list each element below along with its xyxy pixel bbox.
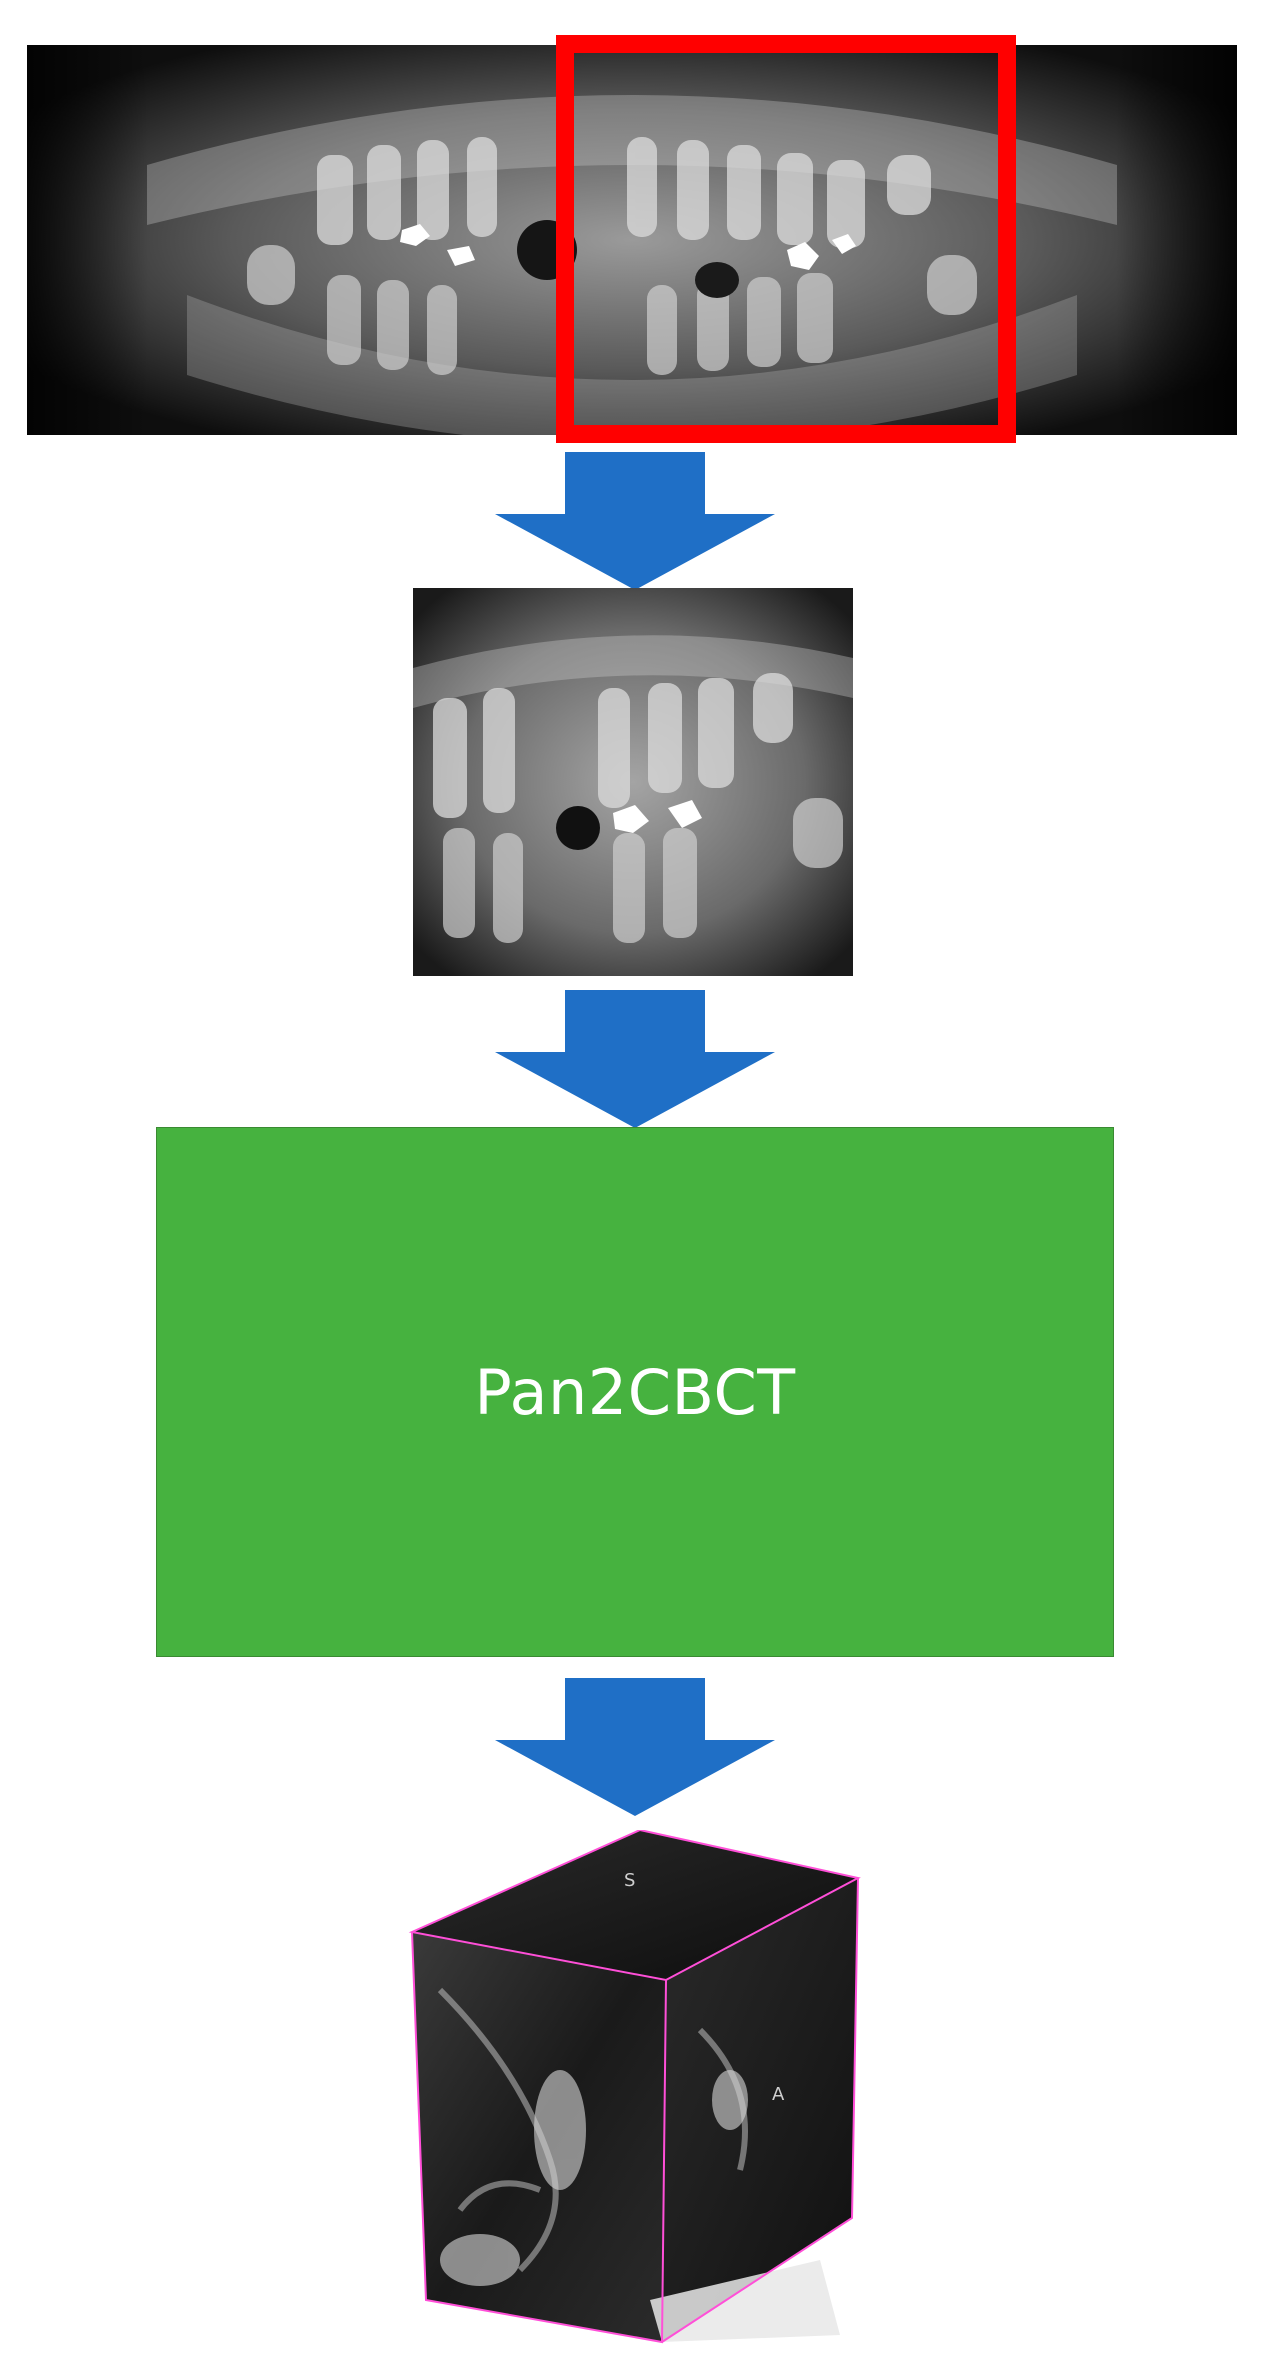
cropped-xray-image [413,588,853,976]
panoramic-xray-image [27,45,1237,435]
panoramic-xray-icon [27,45,1237,435]
axis-label-s: S [624,1870,635,1891]
model-label: Pan2CBCT [474,1355,796,1429]
cropped-xray-icon [413,588,853,976]
crop-region-box [556,35,1016,443]
down-arrow-icon [495,452,775,590]
down-arrow-icon [495,990,775,1128]
axis-label-a: A [772,2084,785,2105]
cbct-volume-icon: S A [408,1830,861,2344]
pan2cbct-model-box: Pan2CBCT [156,1127,1114,1657]
down-arrow-icon [495,1678,775,1816]
